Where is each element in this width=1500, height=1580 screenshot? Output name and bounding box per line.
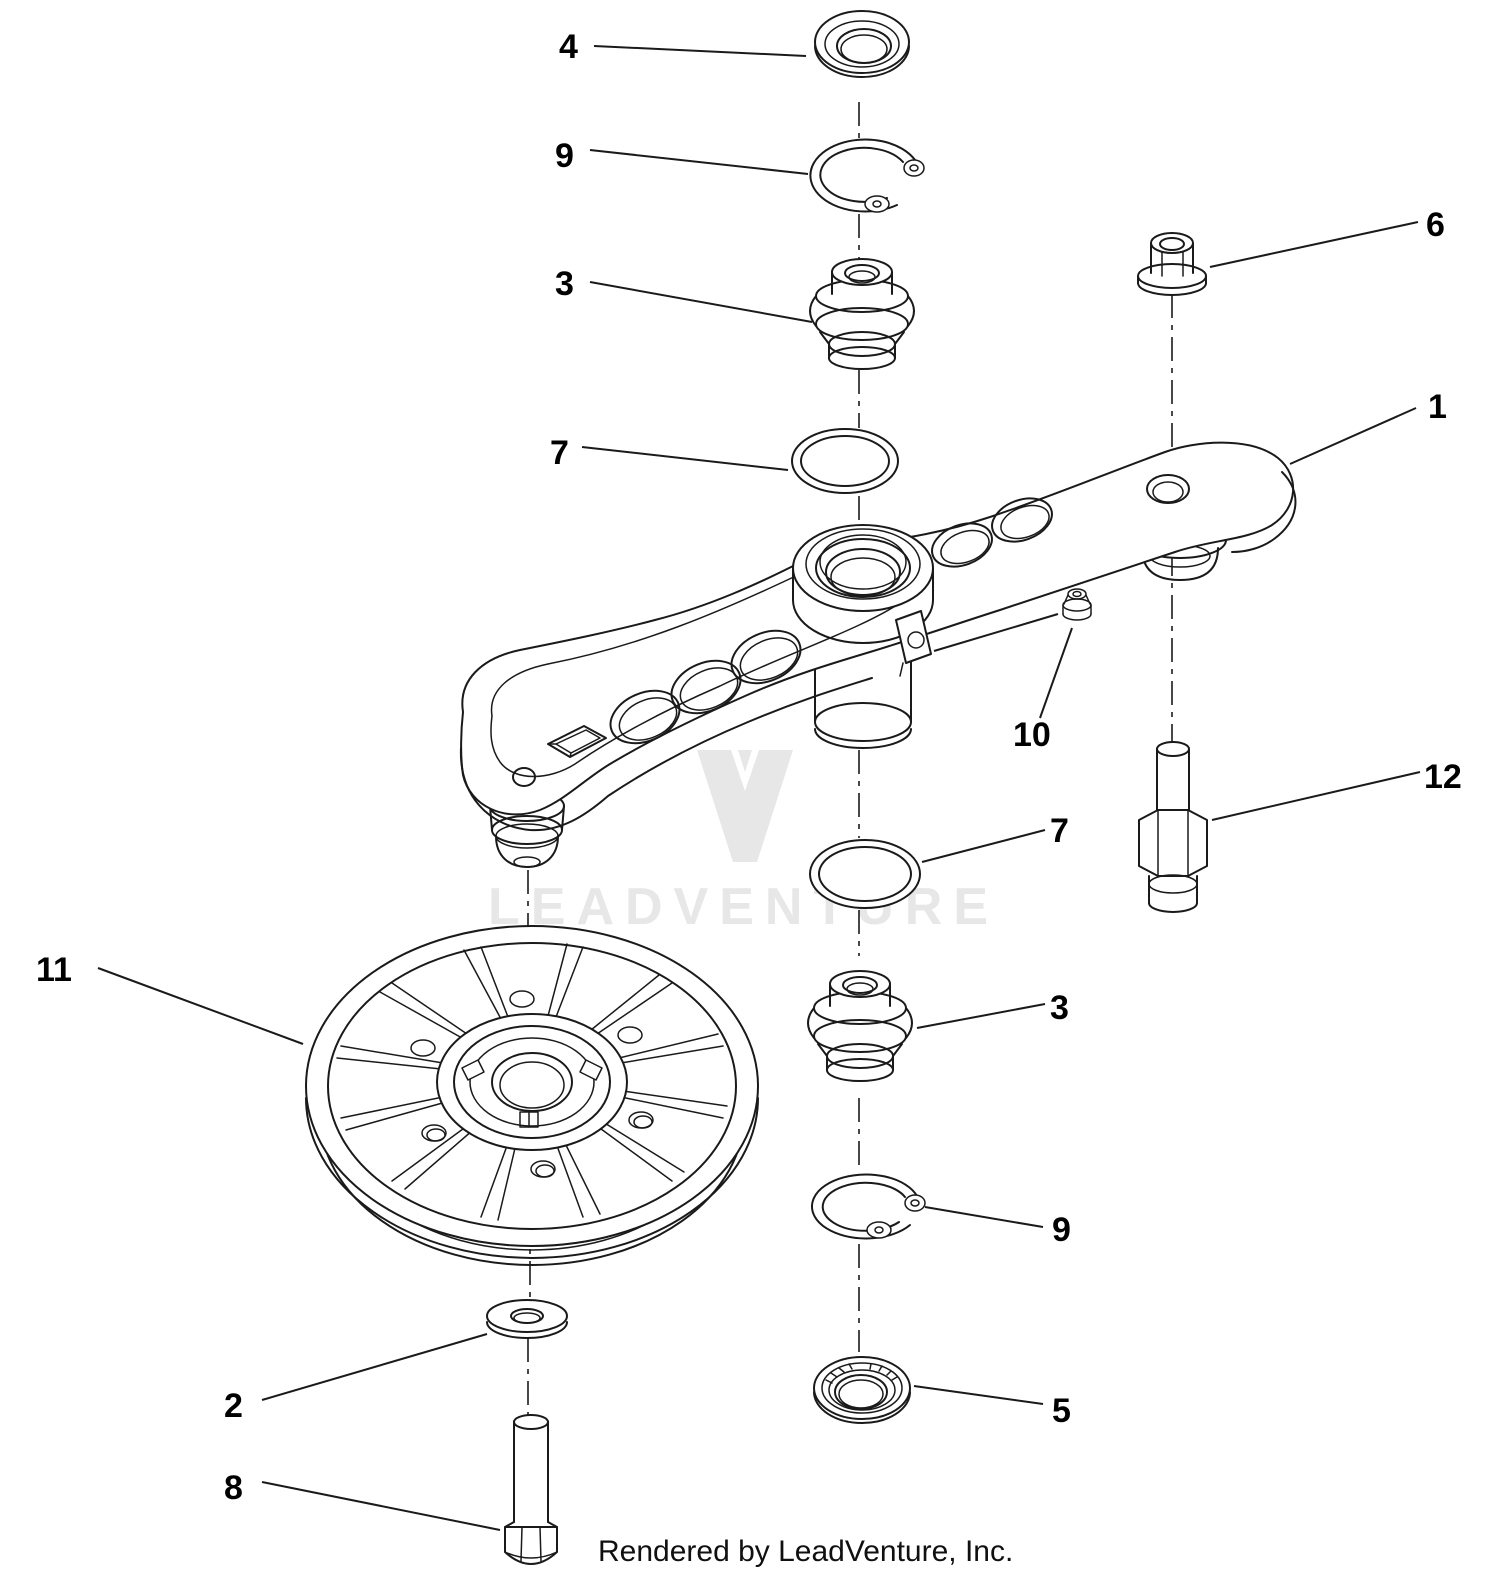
callout-7-top[interactable]: 7 xyxy=(550,434,569,472)
callout-1[interactable]: 1 xyxy=(1428,388,1447,426)
arm-pilot-hole xyxy=(512,767,536,787)
callout-7-right[interactable]: 7 xyxy=(1050,812,1069,850)
callout-12[interactable]: 12 xyxy=(1424,758,1462,796)
part-bushing-3-top xyxy=(809,258,915,370)
arm-plate xyxy=(460,441,1294,816)
callouts: 4 9 3 6 1 7 10 12 7 11 3 9 2 5 8 xyxy=(36,28,1462,1507)
callout-10[interactable]: 10 xyxy=(1013,716,1051,754)
part-bolt-8 xyxy=(504,1414,558,1565)
leadventure-logo-icon xyxy=(697,750,793,862)
part-snap-ring-9-bottom xyxy=(810,1173,926,1240)
callout-2[interactable]: 2 xyxy=(224,1387,243,1425)
callout-3-top[interactable]: 3 xyxy=(555,265,574,303)
part-pulley-11 xyxy=(305,925,759,1266)
arm-hub-boss xyxy=(814,651,912,749)
leader-lines xyxy=(97,45,1421,1531)
pulley-spokes xyxy=(336,943,728,1221)
callout-8[interactable]: 8 xyxy=(224,1469,243,1507)
part-snap-ring-9-top xyxy=(809,138,925,213)
callout-4-top[interactable]: 4 xyxy=(559,28,578,66)
arm-square-hole xyxy=(547,725,607,758)
bearing-knurl-ticks xyxy=(825,1363,898,1384)
part-bushing-3-right xyxy=(807,970,913,1082)
part-flange-nut-6 xyxy=(1137,232,1207,296)
arm-hub xyxy=(792,524,934,644)
callout-9-bottom[interactable]: 9 xyxy=(1052,1211,1071,1249)
callout-11[interactable]: 11 xyxy=(36,951,72,989)
part-washer-2 xyxy=(486,1299,568,1339)
arm-holes xyxy=(609,474,1190,745)
part-bearing-5 xyxy=(813,1356,911,1424)
part-oring-7-top xyxy=(791,428,899,494)
callout-6[interactable]: 6 xyxy=(1426,206,1445,244)
callout-9-top[interactable]: 9 xyxy=(555,137,574,175)
part-stud-12 xyxy=(1138,741,1208,913)
callout-3-right[interactable]: 3 xyxy=(1050,989,1069,1027)
part-grease-fitting-10 xyxy=(933,588,1092,652)
part-idler-arm-1 xyxy=(459,441,1297,868)
part-seal-4 xyxy=(814,10,910,78)
callout-5[interactable]: 5 xyxy=(1052,1392,1071,1430)
pulley-hub xyxy=(436,1013,628,1151)
part-oring-7-right xyxy=(809,839,921,909)
footer-credit: Rendered by LeadVenture, Inc. xyxy=(598,1535,1013,1568)
arm-grease-tab xyxy=(895,610,932,677)
pulley-web-holes xyxy=(410,990,654,1178)
